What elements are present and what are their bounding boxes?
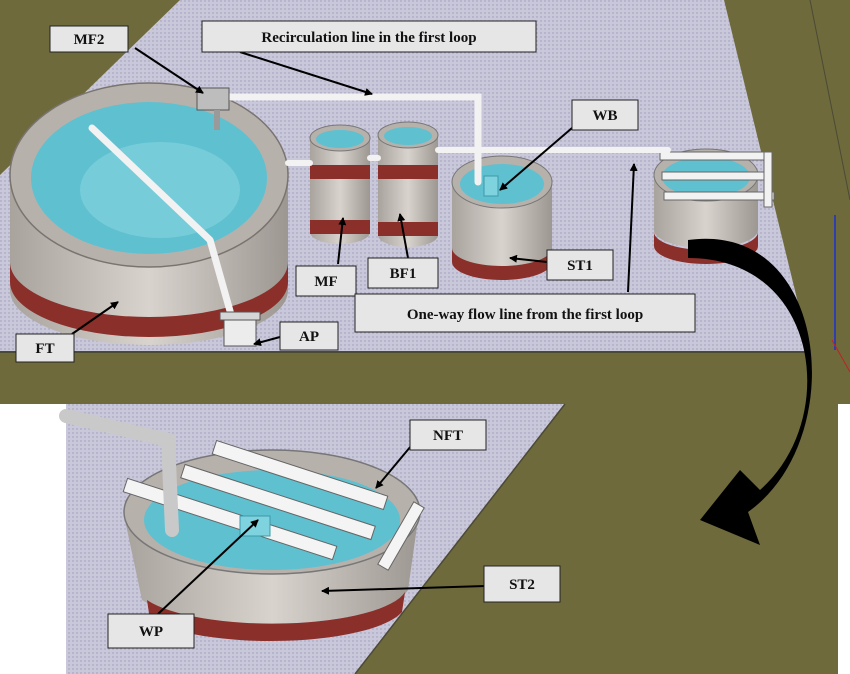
label-recirculation: Recirculation line in the first loop <box>201 20 537 53</box>
arrow-mf2 <box>134 47 204 94</box>
mf2-filter <box>196 87 230 111</box>
ft-tank <box>9 82 289 345</box>
label-mf2: MF2 <box>49 25 129 53</box>
arrow-bf1 <box>397 213 409 259</box>
label-ap-text: AP <box>299 329 319 345</box>
label-bf1: BF1 <box>367 257 439 289</box>
label-nft-text: NFT <box>433 428 463 444</box>
st2-tank <box>123 449 421 642</box>
arrow-recirc <box>239 51 373 96</box>
label-one-way: One-way flow line from the first loop <box>354 293 696 333</box>
callout-arrows <box>71 47 638 615</box>
label-st2: ST2 <box>483 565 561 603</box>
label-st1: ST1 <box>546 249 614 281</box>
pipes-top <box>221 93 671 186</box>
bottom-panel <box>59 403 838 674</box>
label-ft: FT <box>15 333 75 363</box>
label-nft: NFT <box>409 419 487 451</box>
label-mf-text: MF <box>314 274 337 290</box>
label-ap: AP <box>279 321 339 351</box>
arrow-mf <box>337 217 347 265</box>
label-boxes: MF2 Recirculation line in the first loop… <box>15 20 696 649</box>
top-panel <box>0 0 850 404</box>
label-st1-text: ST1 <box>567 258 593 274</box>
label-wp: WP <box>107 613 195 649</box>
label-wp-text: WP <box>139 624 163 640</box>
bf1-column <box>377 121 439 247</box>
label-recirculation-text: Recirculation line in the first loop <box>261 30 476 46</box>
label-ft-text: FT <box>35 341 54 357</box>
arrow-wb <box>499 127 573 191</box>
ap-pump <box>219 311 261 347</box>
nft-tank-top <box>653 148 775 264</box>
mf-column <box>309 124 371 244</box>
curved-arrow <box>688 238 812 545</box>
arrow-ft <box>71 301 119 335</box>
label-bf1-text: BF1 <box>390 266 417 282</box>
arrow-wp <box>157 519 259 615</box>
arrow-nft <box>375 445 412 489</box>
arrow-st2 <box>321 585 486 595</box>
arrow-st1 <box>509 254 548 263</box>
arrow-ap <box>253 336 281 347</box>
label-wb-text: WB <box>592 108 617 124</box>
label-wb: WB <box>571 99 639 131</box>
label-mf2-text: MF2 <box>74 32 105 48</box>
pipe-bottom <box>59 409 179 537</box>
label-st2-text: ST2 <box>509 577 535 593</box>
label-one-way-text: One-way flow line from the first loop <box>407 307 643 323</box>
arrow-one-way <box>627 163 638 293</box>
label-mf: MF <box>295 265 357 297</box>
